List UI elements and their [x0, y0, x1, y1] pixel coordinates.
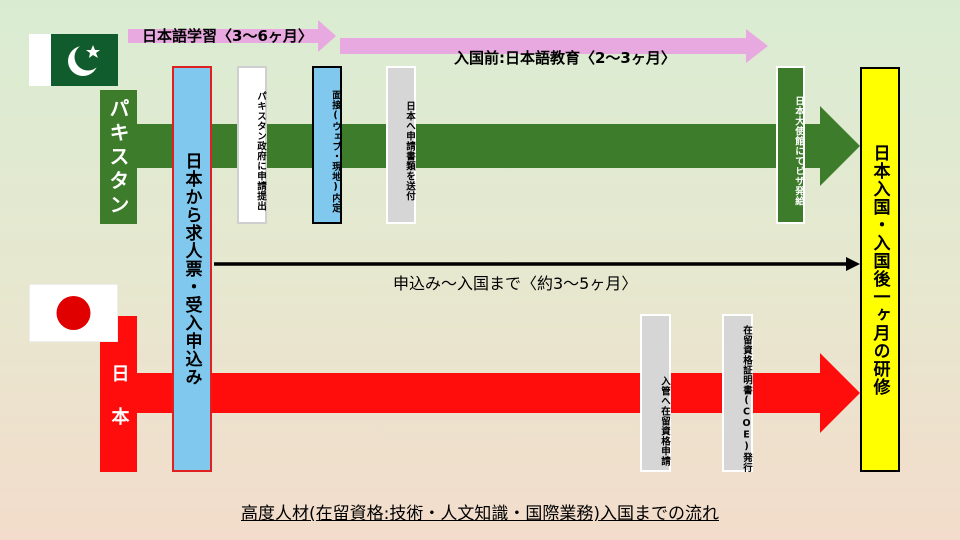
step-coe-issued: 在留資格証明書(COE)発行	[722, 314, 753, 473]
pakistan-flag-icon	[29, 34, 118, 86]
footer-title: 高度人材(在留資格:技術・人文知識・国際業務)入国までの流れ	[241, 504, 719, 524]
step-submit-govt: パキスタン政府に申請提出	[237, 66, 267, 224]
final-box: 日本入国・入国後一ヶ月の研修	[860, 67, 900, 472]
step-visa-label: 日本大使館にてビザ発給	[793, 96, 804, 206]
recruit-box-label: 日本から求人票・受入申込み	[181, 152, 202, 386]
step-send-docs: 日本へ申請書類を送付	[386, 66, 416, 224]
timeline-arrow-head	[846, 257, 860, 271]
final-box-label: 日本入国・入国後一ヶ月の研修	[869, 143, 890, 396]
pakistan-flow-arrow	[100, 106, 860, 186]
phase-arrow-japanese-study	[128, 20, 336, 52]
step-submit-govt-label: パキスタン政府に申請提出	[255, 91, 266, 211]
step-visa: 日本大使館にてビザ発給	[776, 66, 805, 224]
footer-container: 高度人材(在留資格:技術・人文知識・国際業務)入国までの流れ	[0, 499, 960, 524]
pakistan-label: パキスタン	[106, 98, 130, 218]
phase-arrow-pre-entry	[340, 29, 768, 63]
phase-label-pre-entry: 入国前:日本語教育〈2〜3ヶ月〉	[454, 49, 676, 67]
recruit-box: 日本から求人票・受入申込み	[172, 66, 212, 472]
step-send-docs-label: 日本へ申請書類を送付	[404, 101, 415, 201]
step-apply-residence: 入管へ在留資格申請	[640, 314, 671, 472]
japan-flag-icon	[28, 283, 119, 343]
step-interview: 面接(ウェブ・現地)内定	[312, 66, 342, 224]
step-coe-issued-label: 在留資格証明書(COE)発行	[741, 325, 752, 473]
japan-label: 日 本	[108, 363, 130, 427]
phase-label-japanese-study: 日本語学習〈3〜6ヶ月〉	[142, 27, 313, 45]
step-interview-label: 面接(ウェブ・現地)内定	[330, 89, 341, 213]
timeline-label: 申込み〜入国まで〈約3〜5ヶ月〉	[393, 274, 638, 293]
japan-bar	[100, 316, 137, 472]
step-apply-residence-label: 入管へ在留資格申請	[659, 376, 670, 466]
pakistan-bar	[100, 90, 137, 224]
